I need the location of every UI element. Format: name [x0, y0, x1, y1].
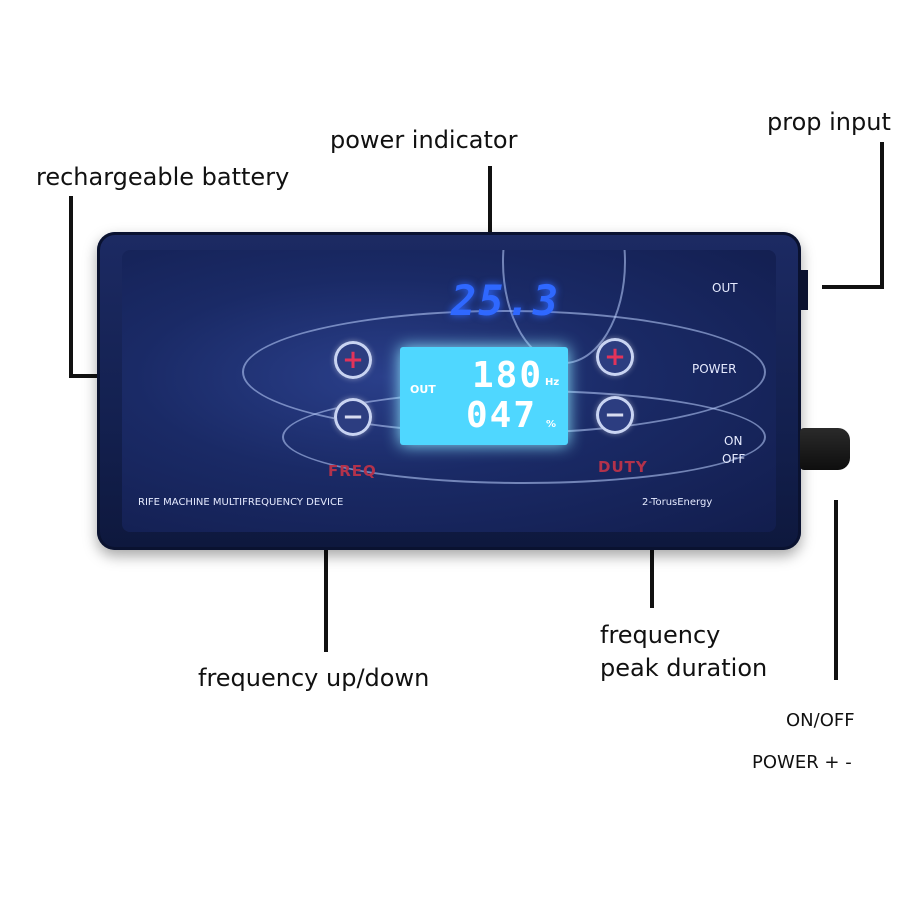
- minus-icon: −: [342, 402, 364, 432]
- lcd-duty-unit: %: [546, 419, 557, 430]
- callout-power-plus-minus: POWER + -: [752, 752, 852, 773]
- rife-machine-device: 25.3 OUT 180 Hz 047 % + − + − FREQ DUTY …: [97, 232, 801, 550]
- callout-on-off: ON/OFF: [786, 710, 855, 731]
- lcd-frequency-value: 180: [472, 355, 544, 396]
- lcd-screen: OUT 180 Hz 047 %: [400, 347, 568, 445]
- on-off-power-knob[interactable]: [800, 428, 850, 470]
- minus-icon: −: [604, 400, 626, 430]
- duty-up-button[interactable]: +: [596, 338, 634, 376]
- plus-icon: +: [342, 345, 364, 375]
- freq-down-button[interactable]: −: [334, 398, 372, 436]
- leader-line-battery-vertical: [69, 196, 73, 378]
- callout-frequency-peak-duration-line2: peak duration: [600, 654, 768, 682]
- brand-text: 2-TorusEnergy: [642, 497, 713, 508]
- leader-line-prop-horizontal: [822, 285, 884, 289]
- model-text: RIFE MACHINE MULTIFREQUENCY DEVICE: [138, 497, 344, 508]
- on-label: ON: [724, 434, 743, 448]
- duty-down-button[interactable]: −: [596, 396, 634, 434]
- leader-line-on-off: [834, 500, 838, 680]
- lcd-out-label: OUT: [410, 383, 436, 396]
- callout-rechargeable-battery: rechargeable battery: [36, 163, 290, 191]
- leader-line-prop-vertical: [880, 142, 884, 288]
- power-label: POWER: [692, 362, 737, 376]
- leader-line-battery-horizontal: [69, 374, 101, 378]
- lcd-duty-value: 047: [466, 395, 538, 436]
- out-label: OUT: [712, 281, 738, 295]
- leader-line-power-indicator: [488, 166, 492, 264]
- prop-input-port[interactable]: [800, 270, 808, 310]
- lcd-frequency-unit: Hz: [545, 377, 560, 388]
- duty-label: DUTY: [598, 458, 648, 476]
- plus-icon: +: [604, 342, 626, 372]
- callout-frequency-up-down: frequency up/down: [198, 664, 430, 692]
- callout-prop-input: prop input: [767, 108, 891, 136]
- freq-label: FREQ: [328, 462, 377, 480]
- power-indicator-display: 25.3: [451, 276, 561, 325]
- callout-frequency-peak-duration-line1: frequency: [600, 621, 721, 649]
- device-face-panel: 25.3 OUT 180 Hz 047 % + − + − FREQ DUTY …: [122, 250, 776, 532]
- freq-up-button[interactable]: +: [334, 341, 372, 379]
- off-label: OFF: [722, 452, 746, 466]
- callout-power-indicator: power indicator: [330, 126, 518, 154]
